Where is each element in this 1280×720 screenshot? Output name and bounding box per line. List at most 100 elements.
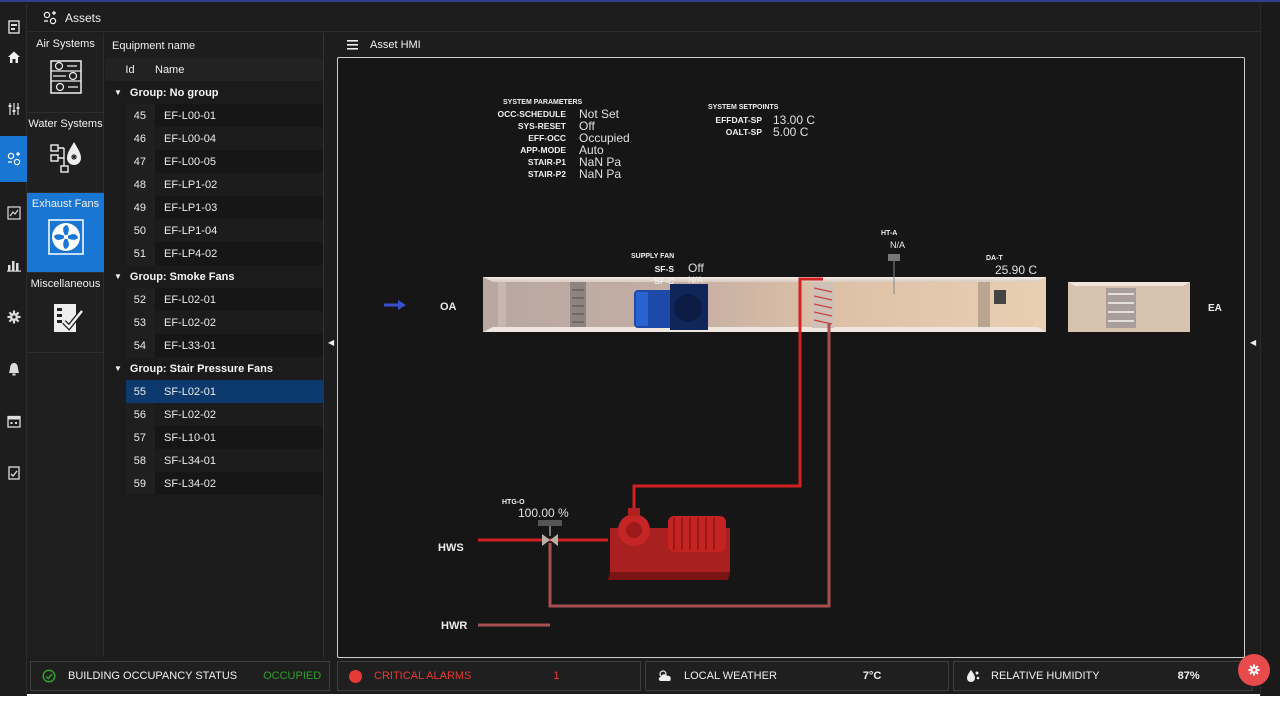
alarms-value: 1 xyxy=(553,670,560,682)
ea-label: EA xyxy=(1208,303,1222,314)
param-value: Occupied xyxy=(579,131,630,145)
control-valve xyxy=(538,520,562,546)
da-t-label: DA-T xyxy=(986,255,1003,262)
category-air-systems[interactable]: Air Systems xyxy=(27,33,104,113)
oa-arrow-icon xyxy=(384,300,406,310)
hmi-canvas: SYSTEM PARAMETERS OCC-SCHEDULE Not Set S… xyxy=(337,57,1245,658)
humidity-value: 87% xyxy=(1177,670,1200,682)
menu-icon[interactable] xyxy=(347,40,358,50)
group-row-stair-pressure-fans[interactable]: ▼Group: Stair Pressure Fans xyxy=(105,357,323,380)
check-circle-icon xyxy=(42,669,56,683)
right-panel-splitter[interactable]: ◀ xyxy=(1246,33,1260,657)
nav-calendar-icon[interactable] xyxy=(0,398,27,444)
hmi-header: Asset HMI xyxy=(337,33,1245,57)
category-exhaust-fans[interactable]: Exhaust Fans xyxy=(27,193,104,273)
supply-fan xyxy=(634,284,708,330)
app-window: Assets Air Systems Water Systems xyxy=(0,0,1280,696)
gear-icon xyxy=(1248,664,1260,676)
hmi-title: Asset HMI xyxy=(370,39,421,51)
group-row-no-group[interactable]: ▼Group: No group xyxy=(105,81,323,104)
critical-alarms-card[interactable]: CRITICAL ALARMS 1 xyxy=(337,661,641,691)
expand-right-icon[interactable]: ◀ xyxy=(1250,338,1257,347)
air-systems-icon xyxy=(50,60,82,94)
collapse-left-icon[interactable]: ◀ xyxy=(328,338,335,347)
category-column: Air Systems Water Systems xyxy=(27,33,104,657)
panel-splitter[interactable]: ◀ xyxy=(323,33,337,657)
setpoint-value: 13.00 C xyxy=(773,113,816,127)
category-miscellaneous[interactable]: Miscellaneous xyxy=(27,273,104,353)
nav-rail xyxy=(0,4,27,696)
collapse-triangle-icon[interactable]: ▼ xyxy=(114,364,122,373)
nav-trend-icon[interactable] xyxy=(0,190,27,236)
fan-icon xyxy=(43,10,57,24)
ht-a-label: HT-A xyxy=(881,230,898,237)
param-label: OCC-SCHEDULE xyxy=(497,109,566,119)
oa-label: OA xyxy=(440,301,457,313)
category-label: Exhaust Fans xyxy=(31,198,100,210)
da-t-sensor xyxy=(994,290,1006,304)
param-value: Off xyxy=(579,119,595,133)
nav-chart-icon[interactable] xyxy=(0,242,27,288)
top-bar: Assets xyxy=(27,4,1260,32)
exhaust-fan-icon xyxy=(48,219,84,255)
heating-coil xyxy=(812,282,834,328)
setpoint-label: EFFDAT-SP xyxy=(715,115,762,125)
setpoint-value: 5.00 C xyxy=(773,125,809,139)
htg-o-label: HTG-O xyxy=(502,499,525,506)
nav-home-icon[interactable] xyxy=(0,34,27,80)
param-label: EFF-OCC xyxy=(528,133,566,143)
nav-sliders-icon[interactable] xyxy=(0,86,27,132)
param-value: Auto xyxy=(579,143,604,157)
sf-c-value: N/A xyxy=(688,275,704,285)
miscellaneous-icon xyxy=(54,304,84,332)
collapse-triangle-icon[interactable]: ▼ xyxy=(114,88,122,97)
weather-cloud-icon xyxy=(658,670,671,681)
category-label: Air Systems xyxy=(36,38,95,50)
occupancy-status-card: BUILDING OCCUPANCY STATUS OCCUPIED xyxy=(30,661,330,691)
hot-water-pump xyxy=(608,508,730,580)
page-title: Assets xyxy=(65,10,102,25)
group-row-smoke-fans[interactable]: ▼Group: Smoke Fans xyxy=(105,265,323,288)
humidity-label: RELATIVE HUMIDITY xyxy=(991,670,1100,682)
nav-logo-icon[interactable] xyxy=(0,4,27,50)
hmi-schematic xyxy=(384,254,1190,627)
category-water-systems[interactable]: Water Systems xyxy=(27,113,104,193)
equipment-panel-title: Equipment name xyxy=(105,33,323,58)
nav-alarm-icon[interactable] xyxy=(0,346,27,392)
category-label: Water Systems xyxy=(28,118,103,130)
water-systems-icon xyxy=(50,142,81,173)
settings-fab-button[interactable] xyxy=(1238,654,1270,686)
nav-reports-icon[interactable] xyxy=(0,450,27,496)
collapse-triangle-icon[interactable]: ▼ xyxy=(114,272,122,281)
humidity-icon xyxy=(967,670,980,682)
param-label: SYS-RESET xyxy=(517,121,566,131)
occupancy-value: OCCUPIED xyxy=(263,670,322,682)
ht-a-value: N/A xyxy=(890,240,906,250)
param-value: NaN Pa xyxy=(579,167,622,181)
column-header-id[interactable]: Id xyxy=(125,63,135,76)
param-label: STAIR-P1 xyxy=(527,157,566,167)
occupancy-label: BUILDING OCCUPANCY STATUS xyxy=(68,670,238,682)
nav-assets-icon[interactable] xyxy=(0,136,27,182)
humidity-card: RELATIVE HUMIDITY 87% xyxy=(953,661,1253,691)
param-label: APP-MODE xyxy=(520,145,566,155)
column-header-name[interactable]: Name xyxy=(155,63,185,76)
nav-settings-icon[interactable] xyxy=(0,294,27,340)
air-duct xyxy=(483,277,1046,332)
param-value: Not Set xyxy=(579,107,620,121)
